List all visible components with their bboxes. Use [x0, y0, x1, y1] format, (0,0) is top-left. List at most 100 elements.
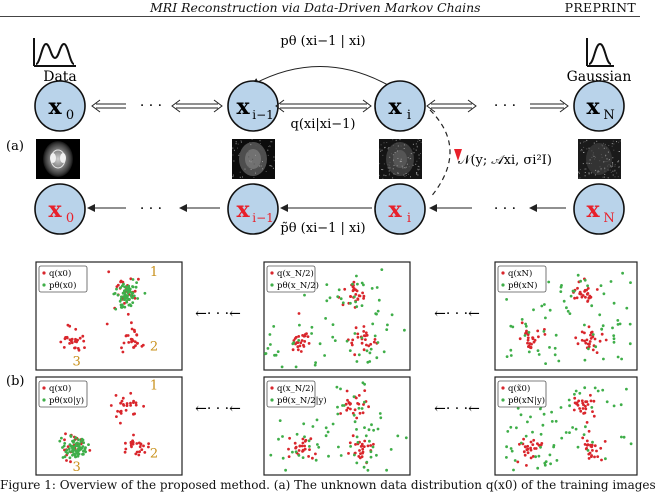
noise-pixel: [600, 168, 602, 170]
green-sample-point: [116, 293, 120, 297]
noise-pixel: [271, 141, 273, 143]
red-sample-point: [573, 296, 576, 300]
red-sample-point: [529, 456, 533, 460]
noise-pixel: [415, 143, 417, 145]
noise-pixel: [238, 154, 240, 156]
red-sample-point: [362, 330, 366, 333]
red-sample-point: [348, 402, 352, 406]
noise-pixel: [249, 142, 251, 144]
red-sample-point: [303, 333, 307, 336]
green-sample-point: [554, 333, 558, 337]
red-sample-point: [345, 408, 349, 412]
red-sample-point: [584, 400, 587, 404]
noise-pixel: [392, 139, 394, 141]
green-sample-point: [71, 447, 74, 450]
green-sample-point: [543, 303, 546, 306]
red-sample-point: [304, 438, 308, 442]
noise-pixel: [397, 154, 399, 156]
green-sample-point: [601, 388, 605, 392]
green-sample-point: [583, 358, 587, 362]
green-sample-point: [564, 431, 568, 434]
noise-pixel: [395, 155, 397, 157]
green-sample-point: [544, 362, 547, 365]
green-sample-point: [620, 435, 623, 439]
noise-pixel: [237, 143, 239, 145]
red-sample-point: [140, 448, 144, 451]
green-sample-point: [326, 430, 330, 434]
red-sample-point: [596, 455, 600, 458]
red-sample-point: [576, 286, 579, 290]
green-sample-point: [583, 278, 587, 282]
green-sample-point: [539, 445, 542, 449]
green-sample-point: [576, 445, 580, 449]
noise-pixel: [387, 167, 389, 169]
red-sample-point: [131, 439, 135, 443]
noise-pixel: [262, 168, 264, 170]
red-sample-point: [600, 332, 604, 336]
noise-pixel: [393, 164, 395, 166]
noise-pixel: [617, 161, 619, 163]
red-sample-point: [352, 280, 356, 284]
noise-pixel: [420, 153, 421, 154]
green-sample-point: [125, 299, 128, 303]
noise-pixel: [388, 174, 390, 176]
red-sample-point: [589, 333, 592, 337]
noise-pixel: [416, 172, 418, 173]
red-sample-point: [354, 288, 357, 292]
green-sample-point: [69, 444, 73, 448]
red-sample-point: [572, 408, 576, 412]
red-sample-point: [314, 452, 317, 456]
noise-pixel: [612, 174, 614, 176]
noise-pixel: [400, 155, 402, 157]
red-sample-point: [88, 449, 92, 452]
svg-text:x: x: [48, 94, 62, 120]
green-sample-point: [125, 296, 129, 299]
noise-pixel: [616, 172, 618, 174]
red-sample-point: [301, 441, 305, 445]
green-sample-point: [336, 295, 340, 298]
svg-text:i: i: [407, 211, 411, 226]
green-sample-point: [509, 354, 513, 357]
red-sample-point: [583, 339, 586, 343]
green-sample-point: [568, 431, 571, 434]
red-sample-point: [585, 421, 589, 424]
noise-pixel: [599, 160, 601, 162]
red-sample-point: [587, 296, 591, 300]
red-sample-point: [589, 443, 592, 447]
red-sample-point: [584, 407, 588, 411]
green-sample-point: [325, 283, 329, 286]
noise-pixel: [586, 148, 588, 150]
red-sample-point: [532, 438, 536, 442]
noise-pixel: [594, 158, 596, 160]
green-sample-point: [375, 312, 378, 316]
red-sample-point: [133, 330, 137, 333]
red-sample-point: [288, 436, 291, 440]
green-sample-point: [516, 406, 520, 410]
noise-pixel: [608, 145, 610, 146]
green-sample-point: [273, 353, 276, 357]
green-sample-point: [541, 423, 545, 427]
noise-pixel: [399, 161, 401, 163]
noise-pixel: [593, 155, 595, 157]
red-sample-point: [358, 456, 362, 460]
green-sample-point: [278, 419, 282, 422]
green-sample-point: [598, 313, 602, 317]
green-sample-point: [565, 306, 568, 310]
noise-pixel: [410, 153, 412, 155]
green-sample-point: [531, 430, 534, 434]
green-sample-point: [553, 346, 557, 350]
likelihood-label: 𝒩(y; 𝒜xi, σi²I): [458, 153, 552, 168]
red-sample-point: [297, 449, 301, 452]
green-sample-point: [537, 454, 541, 458]
green-sample-point: [360, 407, 364, 410]
green-sample-point: [353, 420, 357, 424]
noise-pixel: [618, 141, 620, 143]
noise-pixel: [604, 168, 606, 170]
noise-pixel: [232, 147, 234, 149]
cluster-number: 2: [150, 446, 158, 461]
green-sample-point: [536, 466, 540, 470]
green-sample-point: [529, 415, 532, 419]
green-sample-point: [353, 453, 356, 457]
red-sample-point: [122, 341, 126, 345]
legend-entry-data: q(x0): [49, 383, 71, 394]
